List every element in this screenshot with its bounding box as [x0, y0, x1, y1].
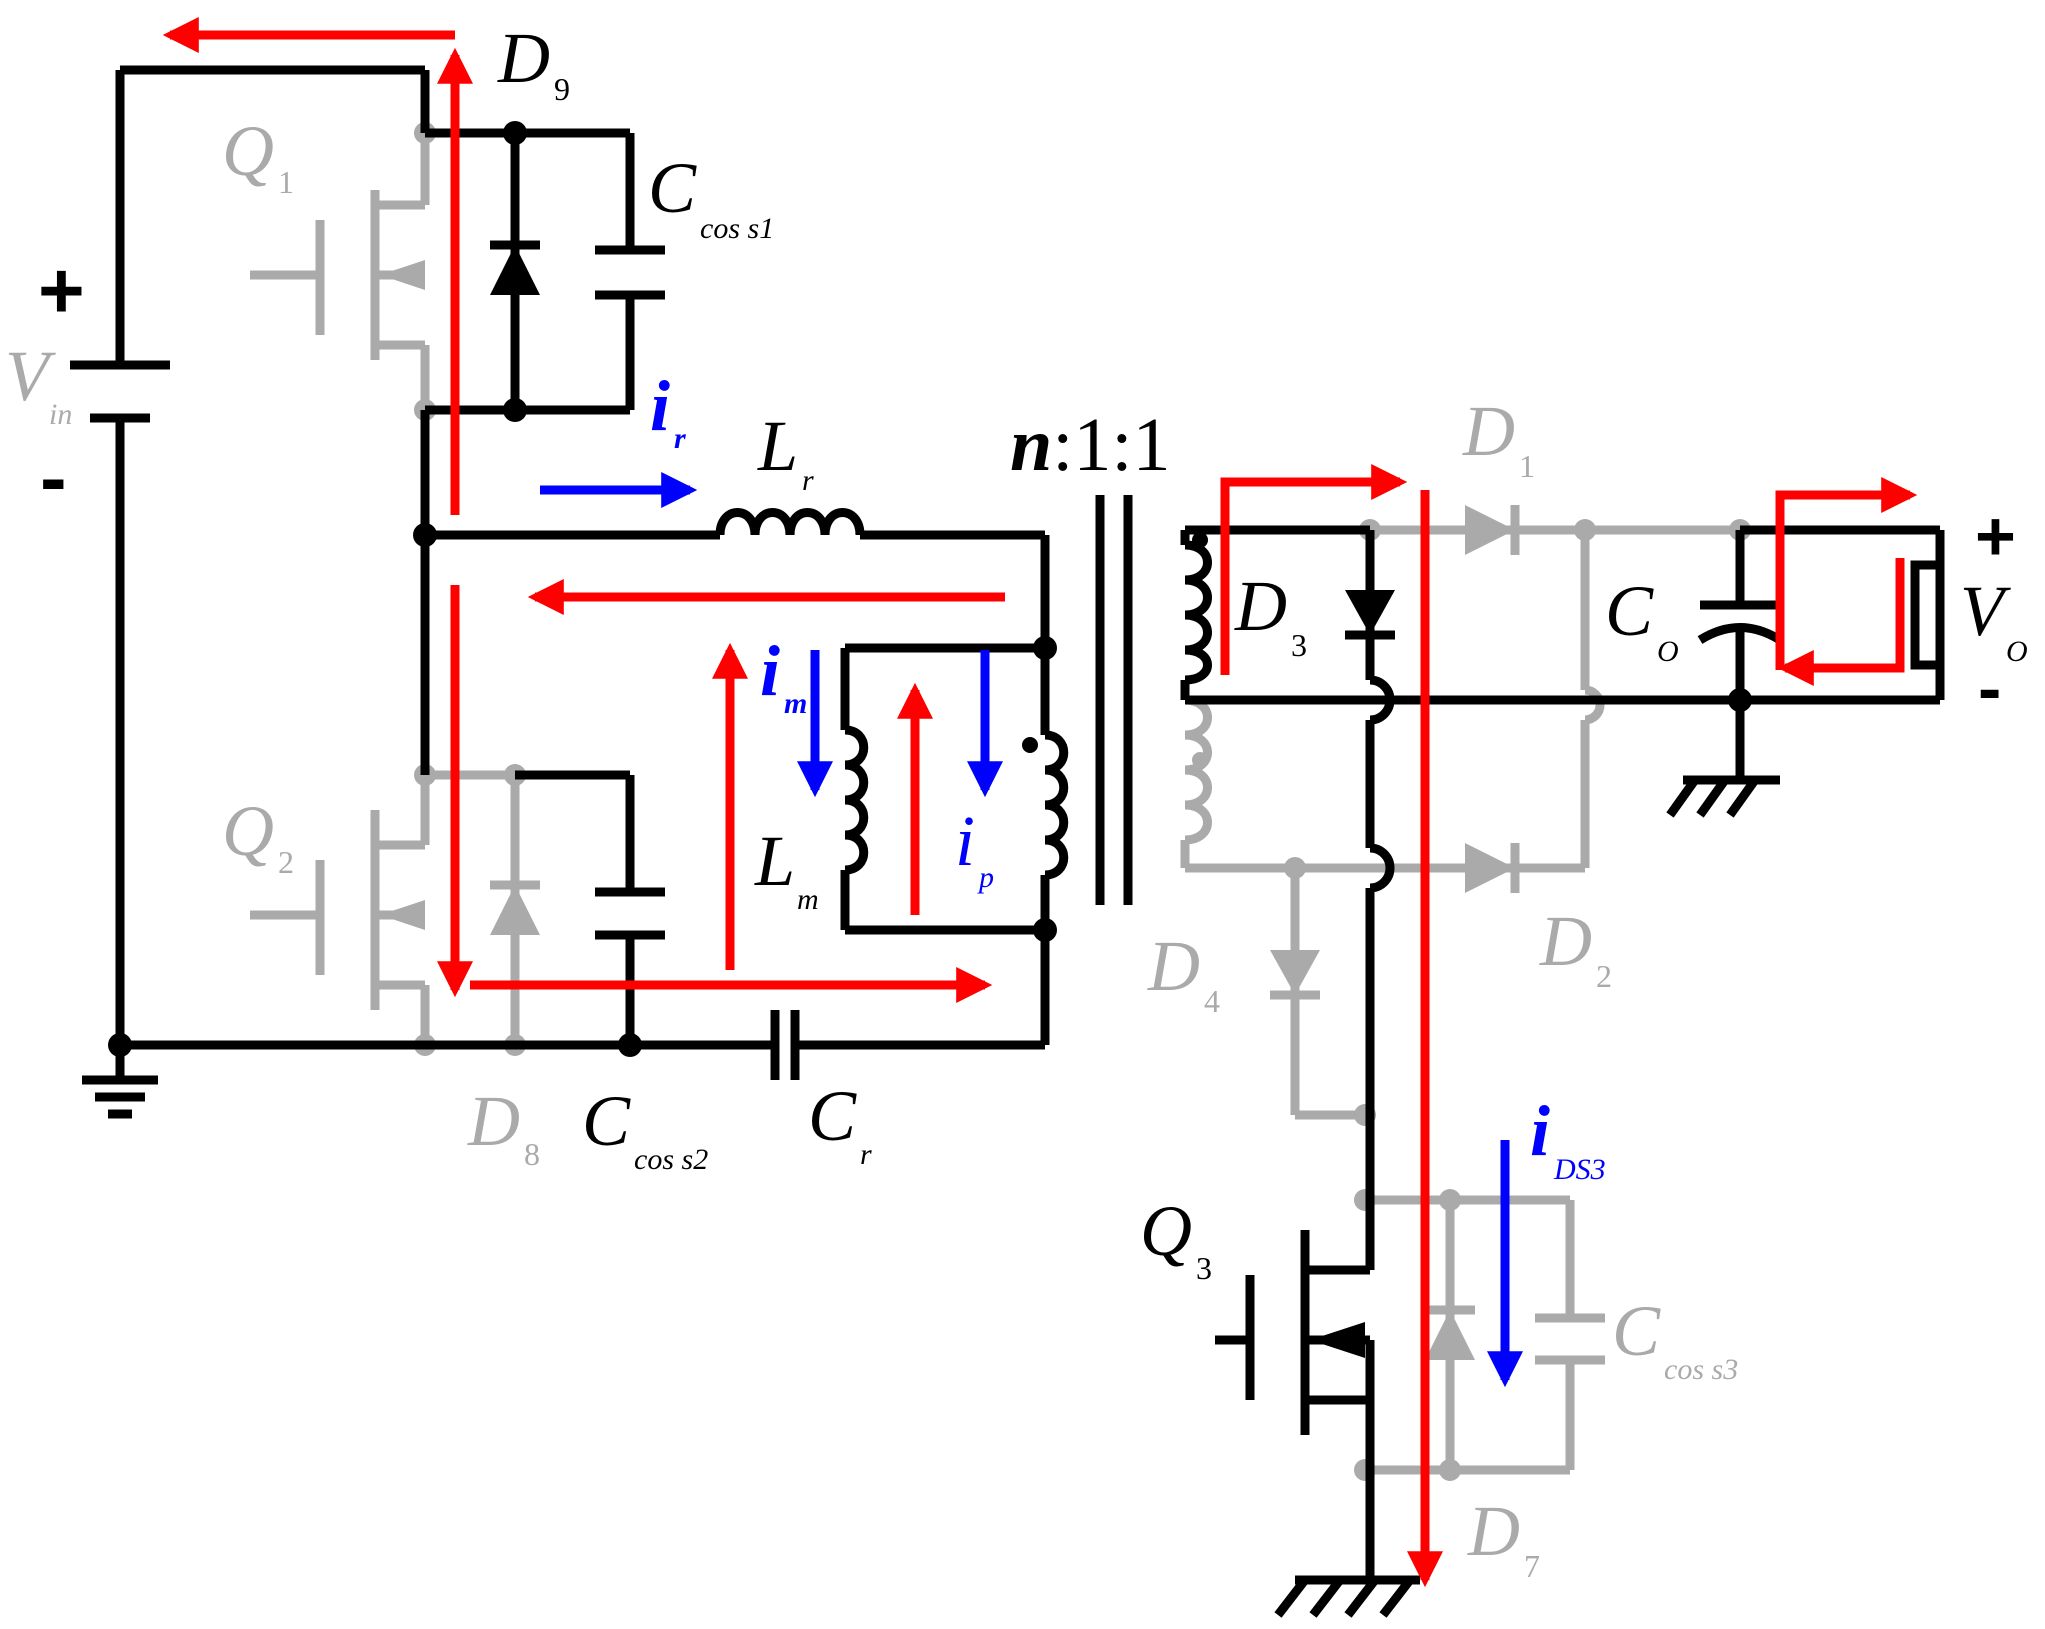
current-arrow-output-return [1777, 558, 1905, 686]
diode-d4 [1270, 868, 1365, 1120]
current-arrow-output-top [1775, 477, 1918, 670]
switch-q2 [250, 775, 430, 1045]
diode-d3 [1345, 530, 1395, 1115]
label-co: CO [1605, 571, 1679, 668]
label-vin: Vin [5, 336, 72, 431]
label-turns-ratio: n:1:1 [1010, 403, 1171, 487]
current-label-arrows [540, 472, 1523, 1388]
vin-minus-sign: - [40, 433, 67, 522]
active-nodes [108, 121, 1752, 1057]
output-capacitor-load [1666, 525, 1945, 818]
vo-plus-sign: + [1975, 497, 2016, 575]
bottom-rail-cr [120, 930, 1050, 1080]
diode-d9-coss1 [425, 128, 665, 415]
transformer-core [1095, 495, 1133, 905]
inductor-lm-primary [840, 643, 1069, 935]
capacitor-coss2 [515, 770, 665, 1045]
label-lm: Lm [754, 821, 819, 916]
diode-d8 [425, 770, 540, 1045]
active-components [70, 65, 1945, 1618]
label-coss1: Ccos s1 [648, 148, 774, 245]
diode-d2 [1365, 530, 1605, 893]
current-arrow-secondary [1220, 464, 1408, 675]
diode-d1 [1370, 505, 1740, 555]
diode-d7-coss3 [1365, 1195, 1605, 1475]
inactive-nodes [414, 122, 1751, 1481]
switch-q3 [1215, 1115, 1420, 1618]
vin-plus-sign: + [38, 246, 85, 335]
inactive-components [250, 133, 1740, 1475]
switch-q1 [250, 133, 430, 410]
secondary-winding-upper [1180, 525, 1940, 705]
input-source [70, 65, 430, 1045]
current-paths [162, 17, 1918, 1588]
secondary-winding-lower [1184, 695, 1212, 845]
inductor-lr [425, 508, 1050, 648]
label-vo: VO [1960, 571, 2028, 668]
vo-minus-sign: - [1978, 649, 2001, 727]
